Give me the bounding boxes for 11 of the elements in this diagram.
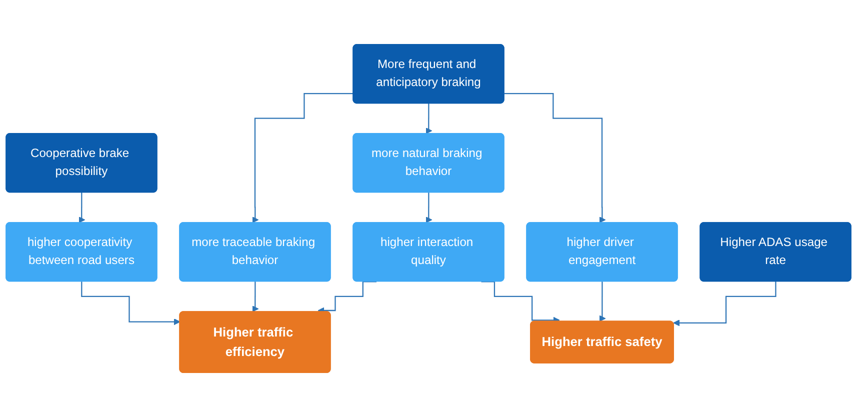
arrow <box>425 103 432 134</box>
arrow <box>81 281 180 326</box>
arrow <box>252 281 259 312</box>
arrow <box>318 281 377 314</box>
arrow <box>599 281 606 322</box>
arrow <box>78 192 86 224</box>
arrow <box>481 281 560 324</box>
arrow <box>673 281 776 326</box>
arrow <box>252 93 354 224</box>
arrow <box>504 93 606 224</box>
arrow <box>425 192 432 224</box>
